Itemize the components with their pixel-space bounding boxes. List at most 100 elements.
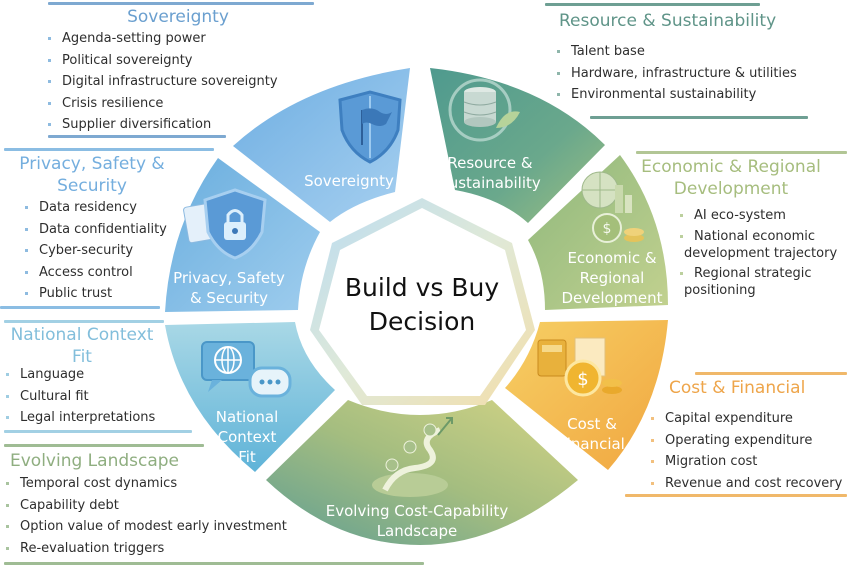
panel-rule-bottom	[4, 430, 192, 433]
segment-label-national-1: National	[216, 408, 279, 426]
panel-title: Resource & Sustainability	[559, 11, 777, 31]
list-item: Revenue and cost recovery	[651, 473, 842, 495]
bullet-icon	[557, 93, 560, 96]
list-item: Migration cost	[651, 451, 842, 473]
list-item: Crisis resilience	[48, 93, 278, 115]
bullet-icon	[25, 270, 28, 274]
bullet-icon	[6, 394, 9, 398]
panel-title: Sovereignty	[127, 7, 229, 27]
bullet-icon	[557, 50, 560, 53]
list-item: Public trust	[25, 283, 167, 305]
panel-rule-top	[48, 2, 314, 5]
shield-flag-icon	[338, 90, 402, 164]
bullet-icon	[680, 235, 683, 238]
panel-economic: Economic & Regional Development AI eco-s…	[628, 148, 847, 308]
panel-cost: Cost & Financial Capital expenditure Ope…	[625, 370, 847, 498]
list-item: Temporal cost dynamics	[6, 473, 287, 495]
list-item: Cyber-security	[25, 240, 167, 262]
segment-label-resource-1: Resource &	[447, 154, 533, 172]
panel-rule-top	[4, 320, 164, 323]
panel-title-line-2: Development	[673, 179, 789, 199]
bullet-icon	[6, 525, 9, 528]
panel-title-line-1: National Context	[10, 325, 154, 345]
list-item: Data confidentiality	[25, 219, 167, 241]
bullet-icon	[6, 503, 9, 507]
segment-label-national-3: Fit	[238, 448, 256, 466]
panel-rule-bottom	[4, 562, 424, 565]
winding-road-icon	[372, 417, 453, 497]
bullet-icon	[48, 58, 51, 62]
bullet-icon	[48, 80, 51, 83]
center-title-line-1: Build vs Buy	[345, 273, 499, 302]
center-hub: Build vs Buy Decision	[310, 198, 535, 405]
bullet-icon	[48, 101, 51, 105]
segment-national[interactable]: National Context Fit	[165, 322, 335, 472]
list-item: Cultural fit	[6, 386, 155, 408]
panel-rule-top	[4, 444, 204, 447]
panel-rule-top	[545, 3, 760, 6]
bullet-icon	[48, 123, 51, 126]
segment-evolving[interactable]: Evolving Cost-Capability Landscape	[266, 400, 578, 545]
list-item: Digital infrastructure sovereignty	[48, 71, 278, 93]
list-item: Hardware, infrastructure & utilities	[557, 63, 797, 85]
center-title-line-2: Decision	[369, 307, 475, 336]
list-item: Access control	[25, 262, 167, 284]
panel-title-line-1: Privacy, Safety &	[19, 154, 165, 174]
list-item: Operating expenditure	[651, 430, 842, 452]
segment-label-economic-2: Regional	[580, 269, 645, 287]
segment-economic[interactable]: $ Economic & Regional Development	[528, 155, 668, 310]
svg-text:$: $	[577, 369, 588, 390]
segment-label-resource-2: Sustainability	[439, 174, 541, 192]
bullet-icon	[680, 214, 683, 217]
bullet-icon	[25, 292, 28, 295]
panel-national: National Context Fit Language Cultural f…	[0, 320, 200, 435]
panel-title-line-1: Economic & Regional	[641, 157, 821, 177]
segment-sovereignty[interactable]: Sovereignty	[233, 68, 410, 222]
bullet-icon	[6, 416, 9, 419]
list-item: AI eco-system	[680, 205, 786, 226]
panel-rule-bottom	[0, 306, 160, 309]
bullet-icon	[25, 249, 28, 252]
database-leaf-icon	[448, 78, 520, 142]
list-item: Capability debt	[6, 495, 287, 517]
list-item: Data residency	[25, 197, 167, 219]
list-item: Language	[6, 364, 155, 386]
segment-label-evolving-2: Landscape	[377, 522, 458, 540]
bullet-icon	[651, 417, 654, 420]
list-item: Agenda-setting power	[48, 28, 278, 50]
panel-rule-bottom	[625, 494, 847, 497]
panel-evolving: Evolving Landscape Temporal cost dynamic…	[0, 444, 430, 567]
bullet-icon	[6, 546, 9, 550]
bullet-icon	[557, 71, 560, 75]
panel-title-line-2: Fit	[72, 347, 92, 367]
list-item: Supplier diversification	[48, 114, 278, 136]
list-item: Talent base	[557, 41, 797, 63]
svg-text:$: $	[603, 221, 612, 237]
segment-label-privacy-1: Privacy, Safety	[173, 269, 285, 287]
segment-label-sovereignty: Sovereignty	[304, 172, 394, 190]
bullet-icon	[651, 438, 654, 442]
list-item: Option value of modest early investment	[6, 516, 287, 538]
segment-resource[interactable]: Resource & Sustainability	[430, 68, 605, 223]
shield-lock-icon	[183, 188, 267, 260]
segment-cost[interactable]: $ Cost & Financial	[505, 320, 668, 470]
bullet-icon	[25, 227, 28, 231]
segment-label-national-2: Context	[218, 428, 277, 446]
list-item: Environmental sustainability	[557, 84, 797, 106]
panel-rule-bottom	[48, 135, 226, 138]
bullet-icon	[25, 206, 28, 209]
segment-privacy[interactable]: Privacy, Safety & Security	[165, 158, 320, 312]
list-item: Legal interpretations	[6, 407, 155, 429]
panel-privacy: Privacy, Safety & Security Data residenc…	[0, 148, 215, 309]
list-item: Re-evaluation triggers	[6, 538, 287, 560]
list-item: Political sovereignty	[48, 50, 278, 72]
panel-rule-top	[636, 151, 847, 154]
panel-title: Evolving Landscape	[10, 451, 180, 471]
bullet-icon	[680, 272, 683, 275]
segment-label-cost-2: Financial	[559, 435, 625, 453]
bullet-icon	[6, 482, 9, 485]
bullet-icon	[651, 460, 654, 463]
